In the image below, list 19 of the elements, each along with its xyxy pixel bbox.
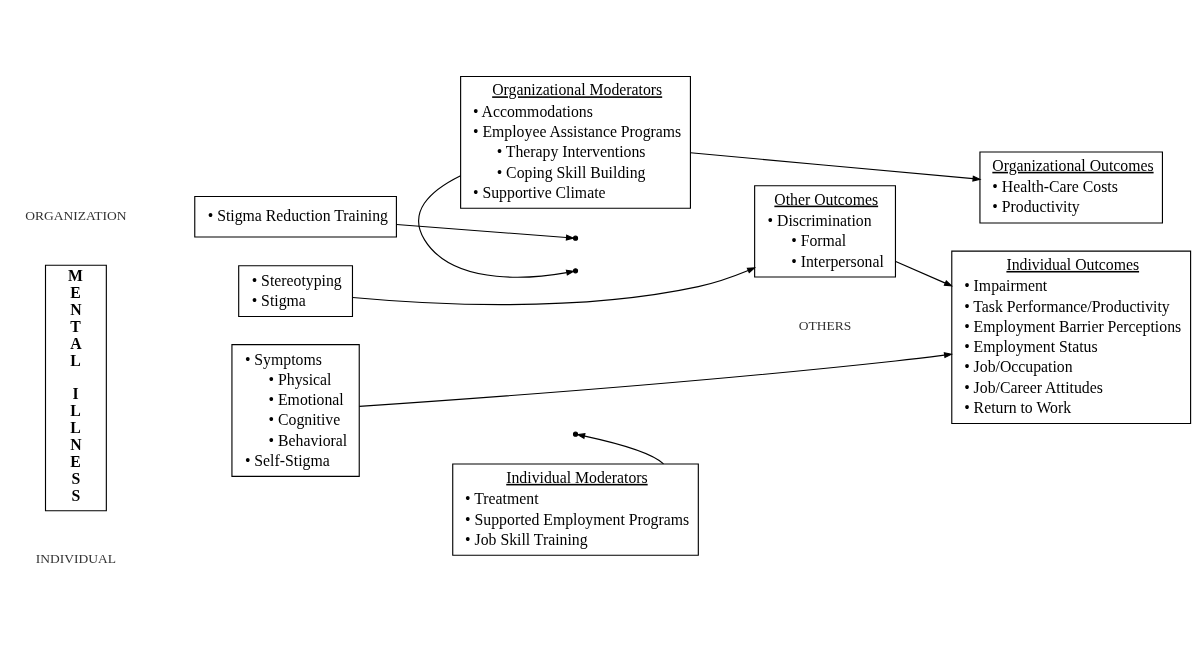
node-box: Other Outcomes • Discrimination • Formal • Interpersonal — [754, 184, 897, 278]
arrow — [358, 351, 954, 407]
node-box: • Stigma Reduction Training — [194, 195, 397, 238]
node-box: Organizational Moderators • Accommodations • Employee Assistance Programs • Therapy Interventions • Coping Skill Building • Supportive Climate — [460, 75, 691, 209]
arrow — [576, 432, 665, 464]
node-box: • Stereotyping • Stigma — [238, 264, 354, 317]
arrow — [352, 266, 757, 305]
node-box: MENTAL ILLNESS — [44, 264, 107, 511]
node-box: Individual Moderators • Treatment • Supported Employment Programs • Job Skill Training — [452, 462, 699, 556]
arrow — [418, 174, 576, 278]
label: OTHERS — [798, 317, 852, 333]
node-box: Organizational Outcomes • Health-Care Costs • Productivity — [979, 150, 1163, 223]
label: ORGANIZATION — [25, 207, 127, 223]
arrow — [396, 223, 575, 241]
label: INDIVIDUAL — [35, 550, 117, 566]
arrow — [895, 260, 954, 286]
arrow — [689, 151, 982, 182]
node-box: Individual Outcomes • Impairment • Task Performance/Productivity • Employment Barrier Perceptions • Employment Status • Job/Occupation • Job/Career Attitudes • Return to Work — [951, 250, 1192, 424]
node-box: • Symptoms • Physical • Emotional • Cognitive • Behavioral • Self-Stigma — [231, 343, 360, 477]
